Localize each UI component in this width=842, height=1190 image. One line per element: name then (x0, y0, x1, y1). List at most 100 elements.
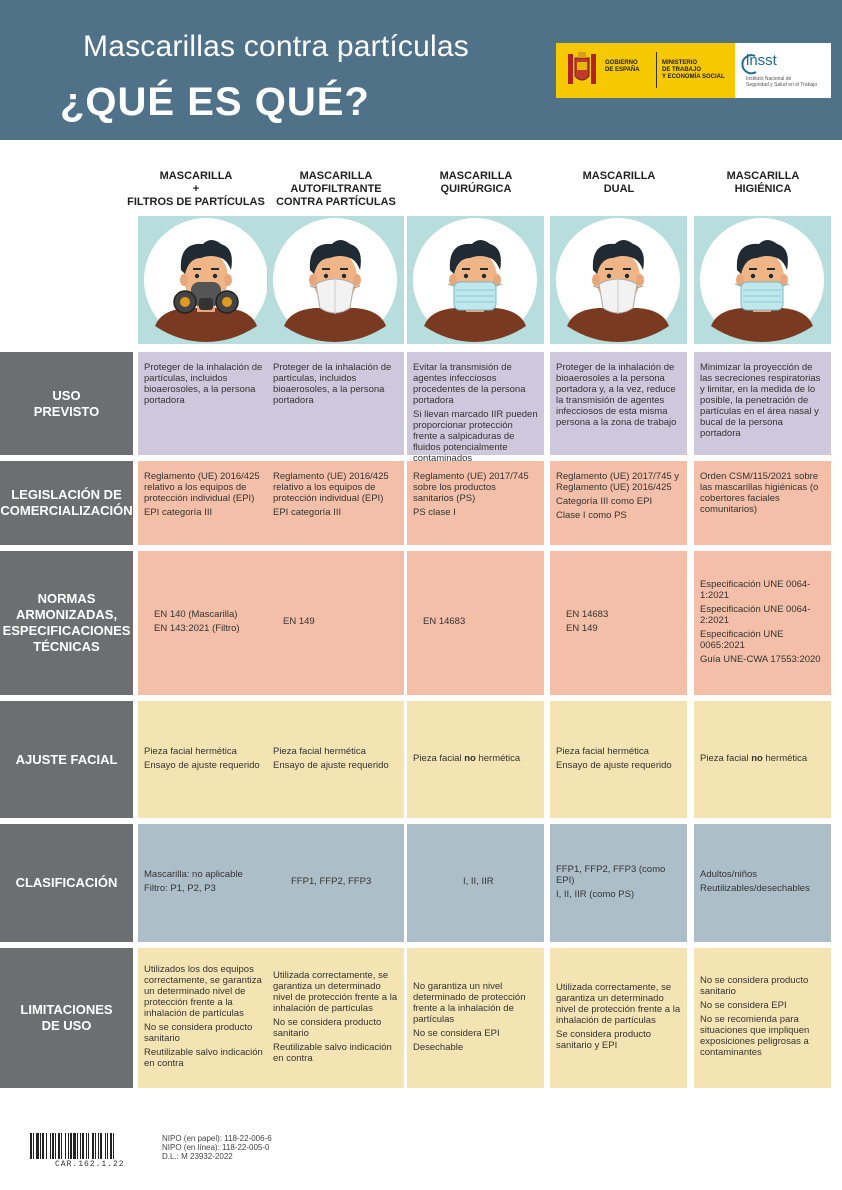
cell-ajuste-2: Pieza facial no hermética (407, 701, 544, 818)
cell-text: Pieza facial hermética (273, 745, 366, 757)
ministerio-label: MINISTERIO DE TRABAJO Y ECONOMÍA SOCIAL (662, 60, 725, 80)
cell-text: Reutilizable salvo indicación en contra (144, 1047, 263, 1069)
cell-text: Proteger de la inhalación de partículas,… (144, 362, 263, 406)
cell-legis-0: Reglamento (UE) 2016/425 relativo a los … (138, 461, 275, 545)
avatar-hygienic (694, 216, 831, 344)
cell-text: Mascarilla: no aplicable (144, 869, 243, 880)
avatar-respirator (138, 216, 275, 344)
legal-deposit: D.L.: M 23932-2022 (162, 1152, 233, 1161)
cell-text: EPI categoría III (273, 507, 342, 518)
cell-text: Guía UNE-CWA 17553:2020 (700, 653, 821, 665)
cell-text: Reglamento (UE) 2017/745 sobre los produ… (413, 471, 529, 504)
cell-clasif-3: FFP1, FFP2, FFP3 (como EPI)I, II, IIR (c… (550, 824, 687, 942)
cell-text: I, II, IIR (como PS) (556, 888, 635, 900)
cell-limit-0: Utilizados los dos equipos correctamente… (138, 948, 275, 1088)
cell-clasif-2: I, II, IIR (407, 824, 544, 942)
cell-text: Ensayo de ajuste requerido (273, 759, 389, 771)
cell-uso-4: Minimizar la proyección de las secrecion… (694, 352, 831, 455)
cell-limit-1: Utilizada correctamente, se garantiza un… (267, 948, 404, 1088)
column-title-higienica: MASCARILLA HIGIÉNICA (726, 170, 800, 195)
insst-logo-subtitle: Instituto Nacional de Seguridad y Salud … (746, 76, 818, 88)
cell-text: EN 143:2021 (Filtro) (154, 623, 240, 634)
cell-text: Utilizada correctamente, se garantiza un… (556, 982, 681, 1026)
avatar-ffp (267, 216, 404, 344)
cell-text: EN 140 (Mascarilla) (154, 609, 238, 620)
cell-text: Reglamento (UE) 2016/425 relativo a los … (273, 471, 389, 504)
cell-text: Minimizar la proyección de las secrecion… (700, 362, 821, 439)
row-label-ajuste: AJUSTE FACIAL (0, 701, 133, 818)
person-with-mask-icon (556, 218, 680, 342)
cell-normas-0: EN 140 (Mascarilla) EN 143:2021 (Filtro) (138, 551, 275, 695)
cell-text: I, II, IIR (463, 876, 494, 887)
cell-text: Orden CSM/115/2021 sobre las mascarillas… (700, 471, 819, 515)
cell-text: Proteger de la inhalación de bioaerosole… (556, 362, 677, 428)
cell-normas-1: EN 149 (267, 551, 404, 695)
cell-normas-2: EN 14683 (407, 551, 544, 695)
cell-text: Pieza facial hermética (144, 745, 237, 757)
row-label-normas: NORMAS ARMONIZADAS, ESPECIFICACIONES TÉC… (0, 551, 133, 695)
row-label-uso: USO PREVISTO (0, 352, 133, 455)
cell-text: Reglamento (UE) 2016/425 relativo a los … (144, 471, 260, 504)
cell-text: No se considera producto sanitario (144, 1022, 253, 1044)
coat-of-arms-icon (568, 52, 596, 84)
cell-text: EPI categoría III (144, 507, 213, 518)
cell-limit-4: No se considera producto sanitario No se … (694, 948, 831, 1088)
barcode-icon (30, 1133, 114, 1159)
cell-text: Si llevan marcado IIR pueden proporciona… (413, 409, 538, 464)
cell-text: Se considera producto sanitario y EPI (556, 1029, 652, 1051)
cell-text: No se considera EPI (700, 1000, 787, 1011)
row-label-limitaciones: LIMITACIONES DE USO (0, 948, 133, 1088)
cell-text: Pieza facial hermética (556, 745, 649, 757)
cell-uso-2: Evitar la transmisión de agentes infecci… (407, 352, 544, 464)
cell-text: Utilizados los dos equipos correctamente… (144, 964, 262, 1019)
insst-logo-text: insst (746, 52, 777, 69)
cell-text: Especificación UNE 0065:2021 (700, 628, 784, 651)
page-subtitle: ¿QUÉ ES QUÉ? (60, 80, 370, 124)
cell-text: Pieza facial no hermética (413, 752, 521, 764)
cell-text: Reutilizables/desechables (700, 883, 810, 894)
cell-text: No se considera producto sanitario (700, 975, 809, 997)
gobierno-label: GOBIERNO DE ESPAÑA (605, 60, 640, 73)
cell-text: Especificación UNE 0064-2:2021 (700, 603, 811, 626)
cell-clasif-1: FFP1, FFP2, FFP3 (267, 824, 404, 942)
cell-text: No se considera EPI (413, 1027, 500, 1039)
cell-text: PS clase I (413, 507, 456, 518)
cell-legis-1: Reglamento (UE) 2016/425 relativo a los … (267, 461, 404, 545)
nipo-online: NIPO (en línea): 118-22-005-0 (162, 1143, 270, 1152)
cell-text: Filtro: P1, P2, P3 (144, 883, 216, 894)
cell-uso-1: Proteger de la inhalación de partículas,… (267, 352, 404, 455)
avatar-dual (550, 216, 687, 344)
cell-text: Ensayo de ajuste requerido (556, 759, 672, 771)
cell-legis-2: Reglamento (UE) 2017/745 sobre los produ… (407, 461, 544, 545)
cell-text: Reutilizable salvo indicación en contra (273, 1041, 392, 1064)
cell-text: Clase I como PS (556, 510, 627, 521)
cell-uso-0: Proteger de la inhalación de partículas,… (138, 352, 275, 455)
nipo-paper: NIPO (en papel): 118-22-006-6 (162, 1134, 272, 1143)
cell-text: Categoría III como EPI (556, 496, 653, 507)
cell-text: Reglamento (UE) 2017/745 y Reglamento (U… (556, 471, 680, 493)
cell-text: Adultos/niños (700, 869, 758, 880)
cell-legis-4: Orden CSM/115/2021 sobre las mascarillas… (694, 461, 831, 545)
cell-text: FFP1, FFP2, FFP3 (291, 876, 372, 887)
person-with-mask-icon (273, 218, 397, 342)
cell-text: EN 149 (566, 623, 598, 634)
column-title-quirurgica: MASCARILLA QUIRÚRGICA (439, 170, 513, 195)
column-title-autofiltrante: MASCARILLA AUTOFILTRANTE CONTRA PARTÍCUL… (276, 170, 396, 208)
cell-text: No se recomienda para situaciones que im… (700, 1014, 810, 1058)
cell-ajuste-4: Pieza facial no hermética (694, 701, 831, 818)
barcode-number: CAR.162.1.22 (55, 1160, 125, 1169)
cell-text: Especificación UNE 0064-1:2021 (700, 578, 811, 601)
cell-text: Desechable (413, 1041, 464, 1053)
row-label-legislacion: LEGISLACIÓN DE COMERCIALIZACIÓN (0, 461, 133, 545)
cell-uso-3: Proteger de la inhalación de bioaerosole… (550, 352, 687, 455)
cell-text: EN 149 (283, 616, 315, 627)
cell-text: Pieza facial no hermética (700, 752, 808, 764)
person-with-mask-icon (700, 218, 824, 342)
insst-swirl-icon (741, 54, 757, 75)
cell-legis-3: Reglamento (UE) 2017/745 y Reglamento (U… (550, 461, 687, 545)
